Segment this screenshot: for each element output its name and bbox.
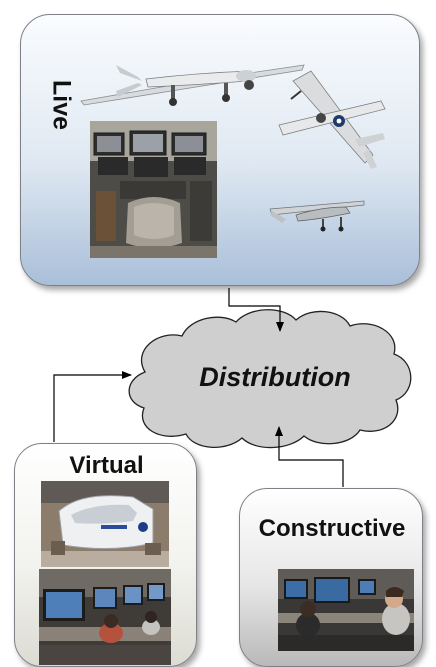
propeller-aircraft-icon xyxy=(278,70,386,169)
constructive-to-distribution-arrow xyxy=(275,426,344,487)
distribution-label: Distribution xyxy=(199,362,351,392)
simulator-lab-photo xyxy=(39,569,171,665)
operators-workstation-photo xyxy=(278,569,414,651)
virtual-label: Virtual xyxy=(69,452,144,479)
live-to-distribution-arrow xyxy=(228,288,284,332)
virtual-box: Virtual xyxy=(14,443,197,667)
ground-control-station-photo xyxy=(90,121,217,258)
virtual-to-distribution-arrow xyxy=(53,371,132,442)
constructive-box: Constructive xyxy=(239,488,423,667)
small-uav-icon xyxy=(269,200,365,232)
constructive-label: Constructive xyxy=(258,515,406,542)
flight-simulator-photo xyxy=(41,481,169,567)
distribution-cloud xyxy=(128,309,412,449)
live-box: Live xyxy=(20,14,420,286)
uav-reaper-icon xyxy=(80,64,305,106)
